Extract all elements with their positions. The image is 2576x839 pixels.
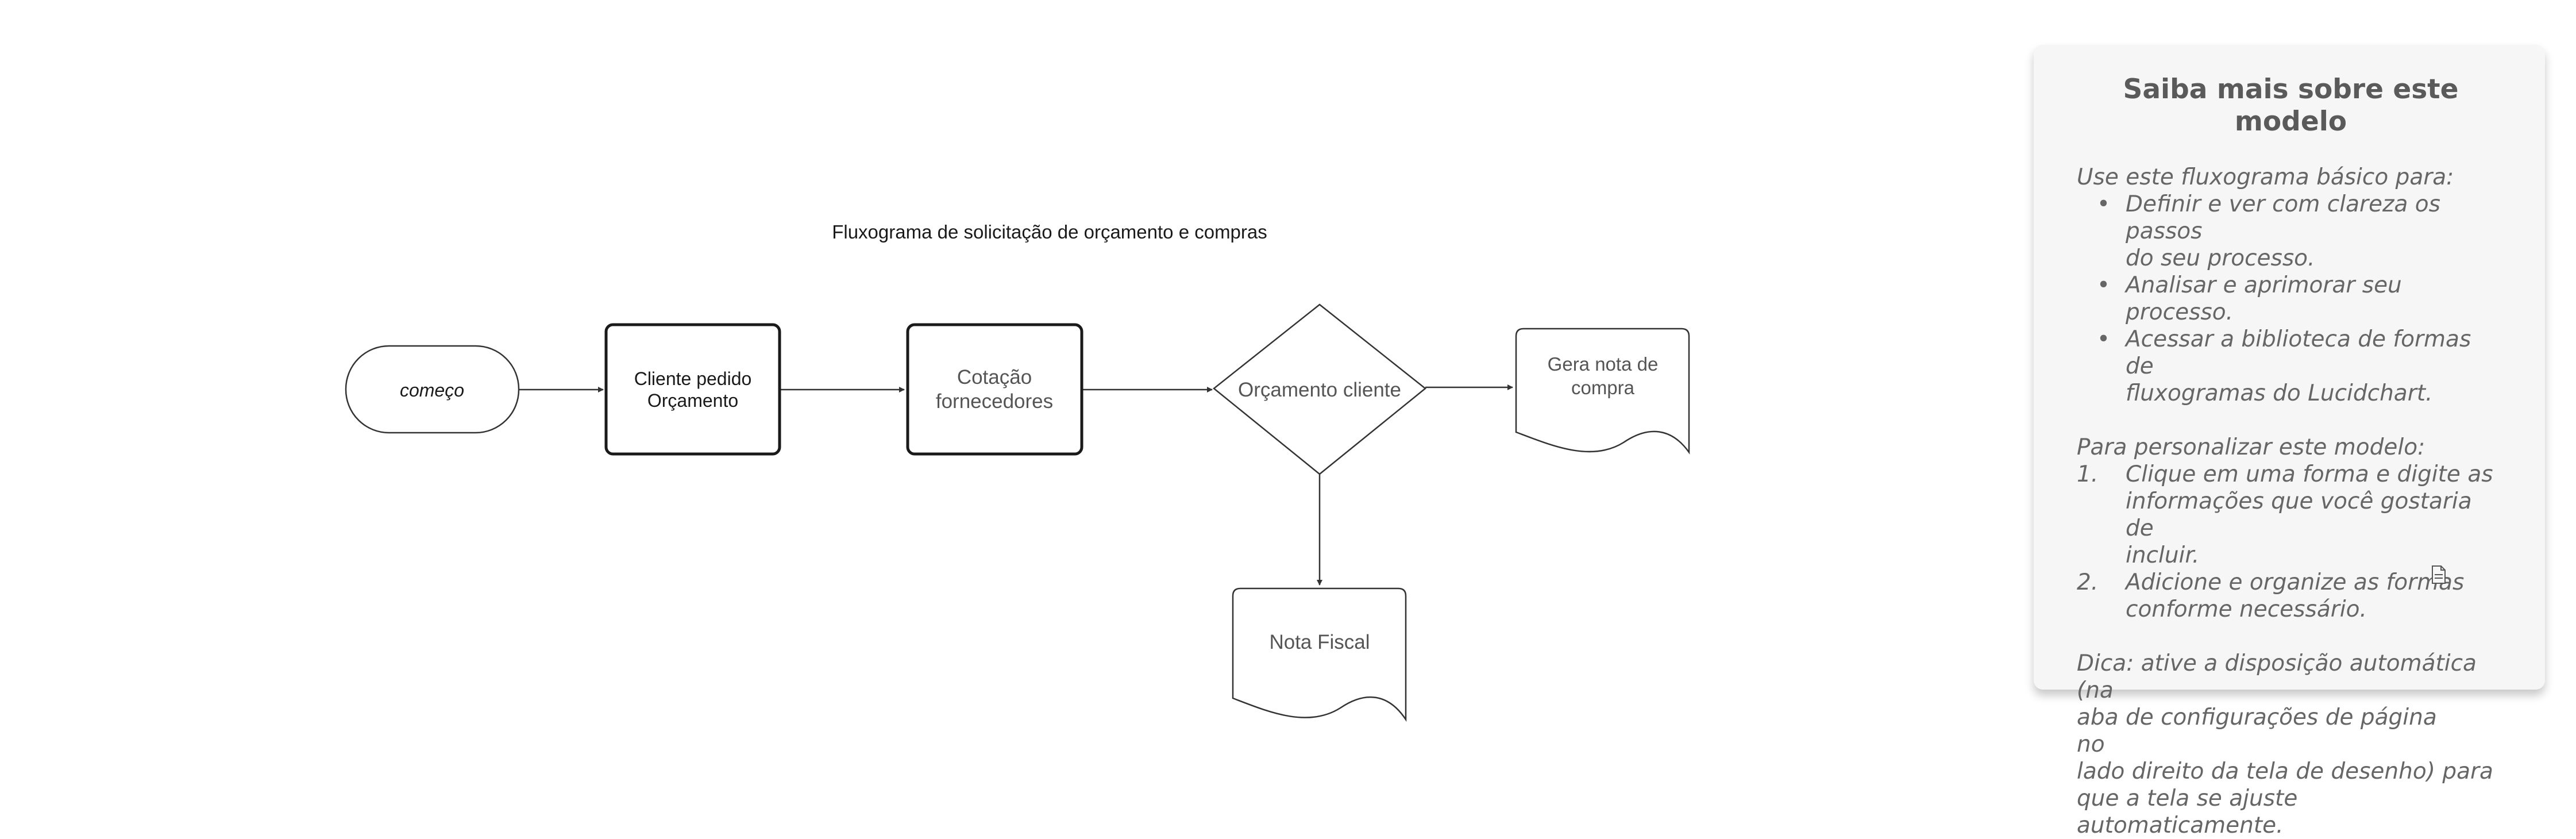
document-purchase-note-shape[interactable] bbox=[1515, 328, 1690, 455]
process-quote-label-line1: Cotação bbox=[957, 366, 1032, 388]
note-customize-intro: Para personalizar este modelo: bbox=[2077, 434, 2425, 460]
decision-label: Orçamento cliente bbox=[1238, 379, 1401, 401]
document-purchase-note-label-line2: compra bbox=[1571, 377, 1635, 398]
document-invoice-shape[interactable] bbox=[1232, 587, 1407, 722]
start-label: começo bbox=[400, 380, 464, 401]
page-settings-icon bbox=[2432, 565, 2446, 584]
diagram-title: Fluxograma de solicitação de orçamento e… bbox=[832, 221, 1267, 243]
process-quote-label-line2: fornecedores bbox=[936, 390, 1053, 413]
note-bullet-item: Definir e ver com clareza os passos do s… bbox=[2077, 191, 2505, 272]
note-title: Saiba mais sobre este modelo bbox=[2123, 74, 2459, 138]
note-bullet-item: Acessar a biblioteca de formas de fluxog… bbox=[2077, 326, 2505, 407]
note-tip: Dica: ative a disposição automática (na … bbox=[2077, 650, 2493, 838]
note-step-item: 1. Clique em uma forma e digite as infor… bbox=[2077, 461, 2493, 568]
note-bullet-item: Analisar e aprimorar seu processo. bbox=[2077, 272, 2505, 326]
note-bullet-list: Definir e ver com clareza os passos do s… bbox=[2077, 191, 2505, 407]
document-purchase-note-label-line1: Gera nota de bbox=[1548, 353, 1659, 375]
note-step-item: 2. Adicione e organize as formas conform… bbox=[2077, 569, 2465, 622]
process-request-shape[interactable] bbox=[604, 323, 781, 456]
process-request-label-line1: Cliente pedido bbox=[634, 368, 752, 389]
note-steps-list: 1. Clique em uma forma e digite as infor… bbox=[2077, 461, 2505, 623]
diagram-canvas[interactable]: Fluxograma de solicitação de orçamento e… bbox=[0, 0, 2576, 757]
template-info-note[interactable]: Saiba mais sobre este modelo Use este fl… bbox=[2034, 45, 2545, 838]
document-invoice-label: Nota Fiscal bbox=[1269, 631, 1370, 653]
note-body: Use este fluxograma básico para: Definir… bbox=[2077, 164, 2505, 839]
process-quote-shape[interactable] bbox=[906, 323, 1083, 456]
start-terminator-shape[interactable] bbox=[345, 345, 520, 434]
process-request-label-line2: Orçamento bbox=[647, 390, 738, 411]
note-intro: Use este fluxograma básico para: bbox=[2077, 164, 2454, 190]
decision-shape[interactable] bbox=[1213, 303, 1426, 475]
